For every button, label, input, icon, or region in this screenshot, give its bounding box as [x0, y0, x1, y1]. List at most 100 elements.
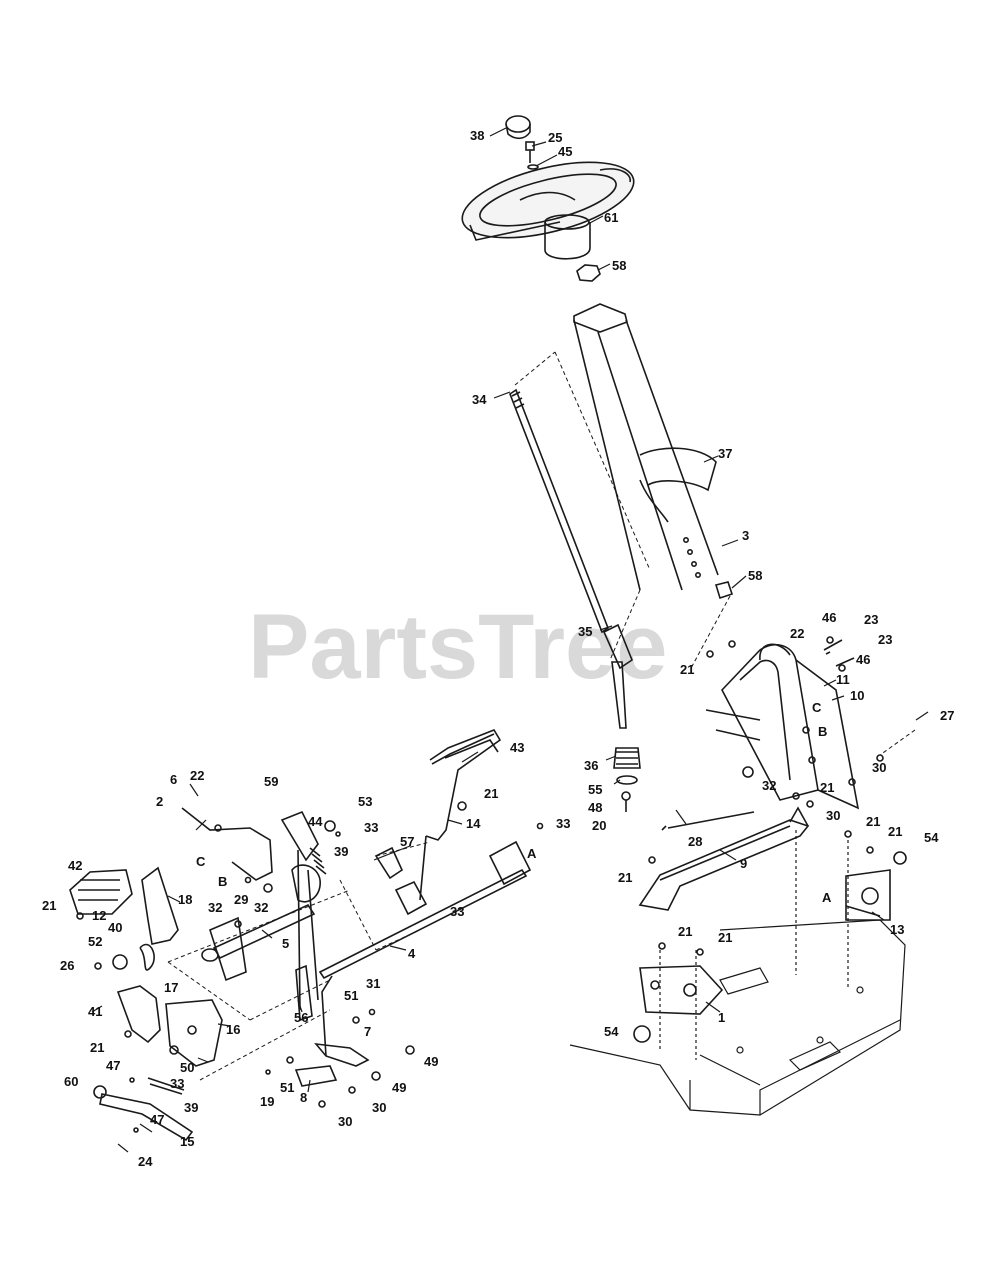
part-label-51a: 51 — [344, 988, 358, 1003]
steering-shaft — [509, 388, 633, 729]
part-label-22b: 22 — [790, 626, 804, 641]
part-label-21h: 21 — [618, 870, 632, 885]
spring-39 — [147, 847, 327, 1095]
link-rod-7 — [314, 975, 370, 1067]
part-label-55: 55 — [588, 782, 602, 797]
part-label-49b: 49 — [392, 1080, 406, 1095]
callout-b-right: B — [818, 724, 827, 739]
part-label-35: 35 — [578, 624, 592, 639]
part-label-13: 13 — [890, 922, 904, 937]
leader-lines — [91, 127, 929, 1153]
spring-40 — [139, 943, 155, 971]
part-label-47a: 47 — [106, 1058, 120, 1073]
part-label-46a: 46 — [822, 610, 836, 625]
part-label-21a: 21 — [680, 662, 694, 677]
part-label-21j: 21 — [718, 930, 732, 945]
watermark: PartsTree — [248, 596, 667, 698]
part-label-22a: 22 — [190, 768, 204, 783]
part-label-38: 38 — [470, 128, 484, 143]
part-label-7: 7 — [364, 1024, 371, 1039]
tie-rod — [661, 811, 755, 831]
callout-b-left: B — [218, 874, 227, 889]
callout-letters: A A B B C C — [196, 700, 832, 905]
part-label-33b: 33 — [556, 816, 570, 831]
part-label-5: 5 — [282, 936, 289, 951]
part-label-27: 27 — [940, 708, 954, 723]
part-label-61: 61 — [604, 210, 618, 225]
part-label-52: 52 — [88, 934, 102, 949]
part-label-32b: 32 — [254, 900, 268, 915]
bracket-57 — [374, 846, 428, 916]
part-label-3: 3 — [742, 528, 749, 543]
part-label-23b: 23 — [878, 632, 892, 647]
part-label-21g: 21 — [888, 824, 902, 839]
part-label-43: 43 — [510, 740, 524, 755]
part-label-11: 11 — [836, 672, 850, 687]
part-label-54b: 54 — [604, 1024, 619, 1039]
part-label-48: 48 — [588, 800, 602, 815]
part-label-21b: 21 — [484, 786, 498, 801]
part-label-16: 16 — [226, 1022, 240, 1037]
part-label-44: 44 — [308, 814, 323, 829]
part-label-45: 45 — [558, 144, 572, 159]
part-label-24: 24 — [138, 1154, 153, 1169]
bracket-bolts — [823, 636, 855, 672]
link-8 — [294, 1065, 338, 1087]
pedal-arm-18 — [141, 866, 179, 945]
part-label-28: 28 — [688, 834, 702, 849]
part-label-49a: 49 — [424, 1054, 438, 1069]
pedal-shaft-4 — [318, 868, 528, 980]
part-label-21f: 21 — [866, 814, 880, 829]
part-label-58a: 58 — [612, 258, 626, 273]
part-label-10: 10 — [850, 688, 864, 703]
callout-c-right: C — [812, 700, 822, 715]
part-label-34: 34 — [472, 392, 487, 407]
part-label-46b: 46 — [856, 652, 870, 667]
alignment-lines — [514, 351, 916, 756]
part-label-6: 6 — [170, 772, 177, 787]
part-label-39b: 39 — [184, 1100, 198, 1115]
part-label-36: 36 — [584, 758, 598, 773]
part-label-30c: 30 — [372, 1100, 386, 1115]
pedal-alignment-lines — [167, 841, 431, 1081]
part-label-21d: 21 — [90, 1040, 104, 1055]
cross-member — [638, 806, 810, 911]
part-label-20: 20 — [592, 818, 606, 833]
column-nut — [576, 264, 601, 282]
part-label-59: 59 — [264, 774, 278, 789]
hub-cap — [505, 115, 531, 140]
part-label-30d: 30 — [338, 1114, 352, 1129]
frame — [569, 830, 906, 1116]
part-label-47b: 47 — [150, 1112, 164, 1127]
part-label-19: 19 — [260, 1094, 274, 1109]
pedal-lever-2 — [181, 807, 273, 881]
steering-wheel — [461, 161, 635, 260]
part-label-57: 57 — [400, 834, 414, 849]
part-label-33a: 33 — [364, 820, 378, 835]
part-label-15: 15 — [180, 1134, 194, 1149]
part-label-53: 53 — [358, 794, 372, 809]
part-label-21e: 21 — [820, 780, 834, 795]
mount-bracket-13 — [845, 869, 891, 921]
steering-bracket — [705, 643, 860, 810]
part-label-23a: 23 — [864, 612, 878, 627]
part-label-51b: 51 — [280, 1080, 294, 1095]
part-label-33c: 33 — [450, 904, 464, 919]
part-label-2: 2 — [156, 794, 163, 809]
link-plate-15 — [99, 1093, 194, 1142]
clutch-plate-17 — [116, 985, 161, 1044]
part-label-12: 12 — [92, 908, 106, 923]
part-label-56: 56 — [294, 1010, 308, 1025]
part-labels: 1 2 3 4 5 6 7 8 9 10 11 12 13 14 15 16 1… — [42, 128, 954, 1169]
pedal-plate-16 — [165, 999, 223, 1067]
part-label-39a: 39 — [334, 844, 348, 859]
callout-a-right: A — [822, 890, 832, 905]
part-label-60: 60 — [64, 1074, 78, 1089]
hub-plate — [291, 864, 321, 903]
lever-bracket-59 — [280, 810, 319, 1011]
part-label-42: 42 — [68, 858, 82, 873]
part-label-54a: 54 — [924, 830, 939, 845]
part-label-40: 40 — [108, 920, 122, 935]
